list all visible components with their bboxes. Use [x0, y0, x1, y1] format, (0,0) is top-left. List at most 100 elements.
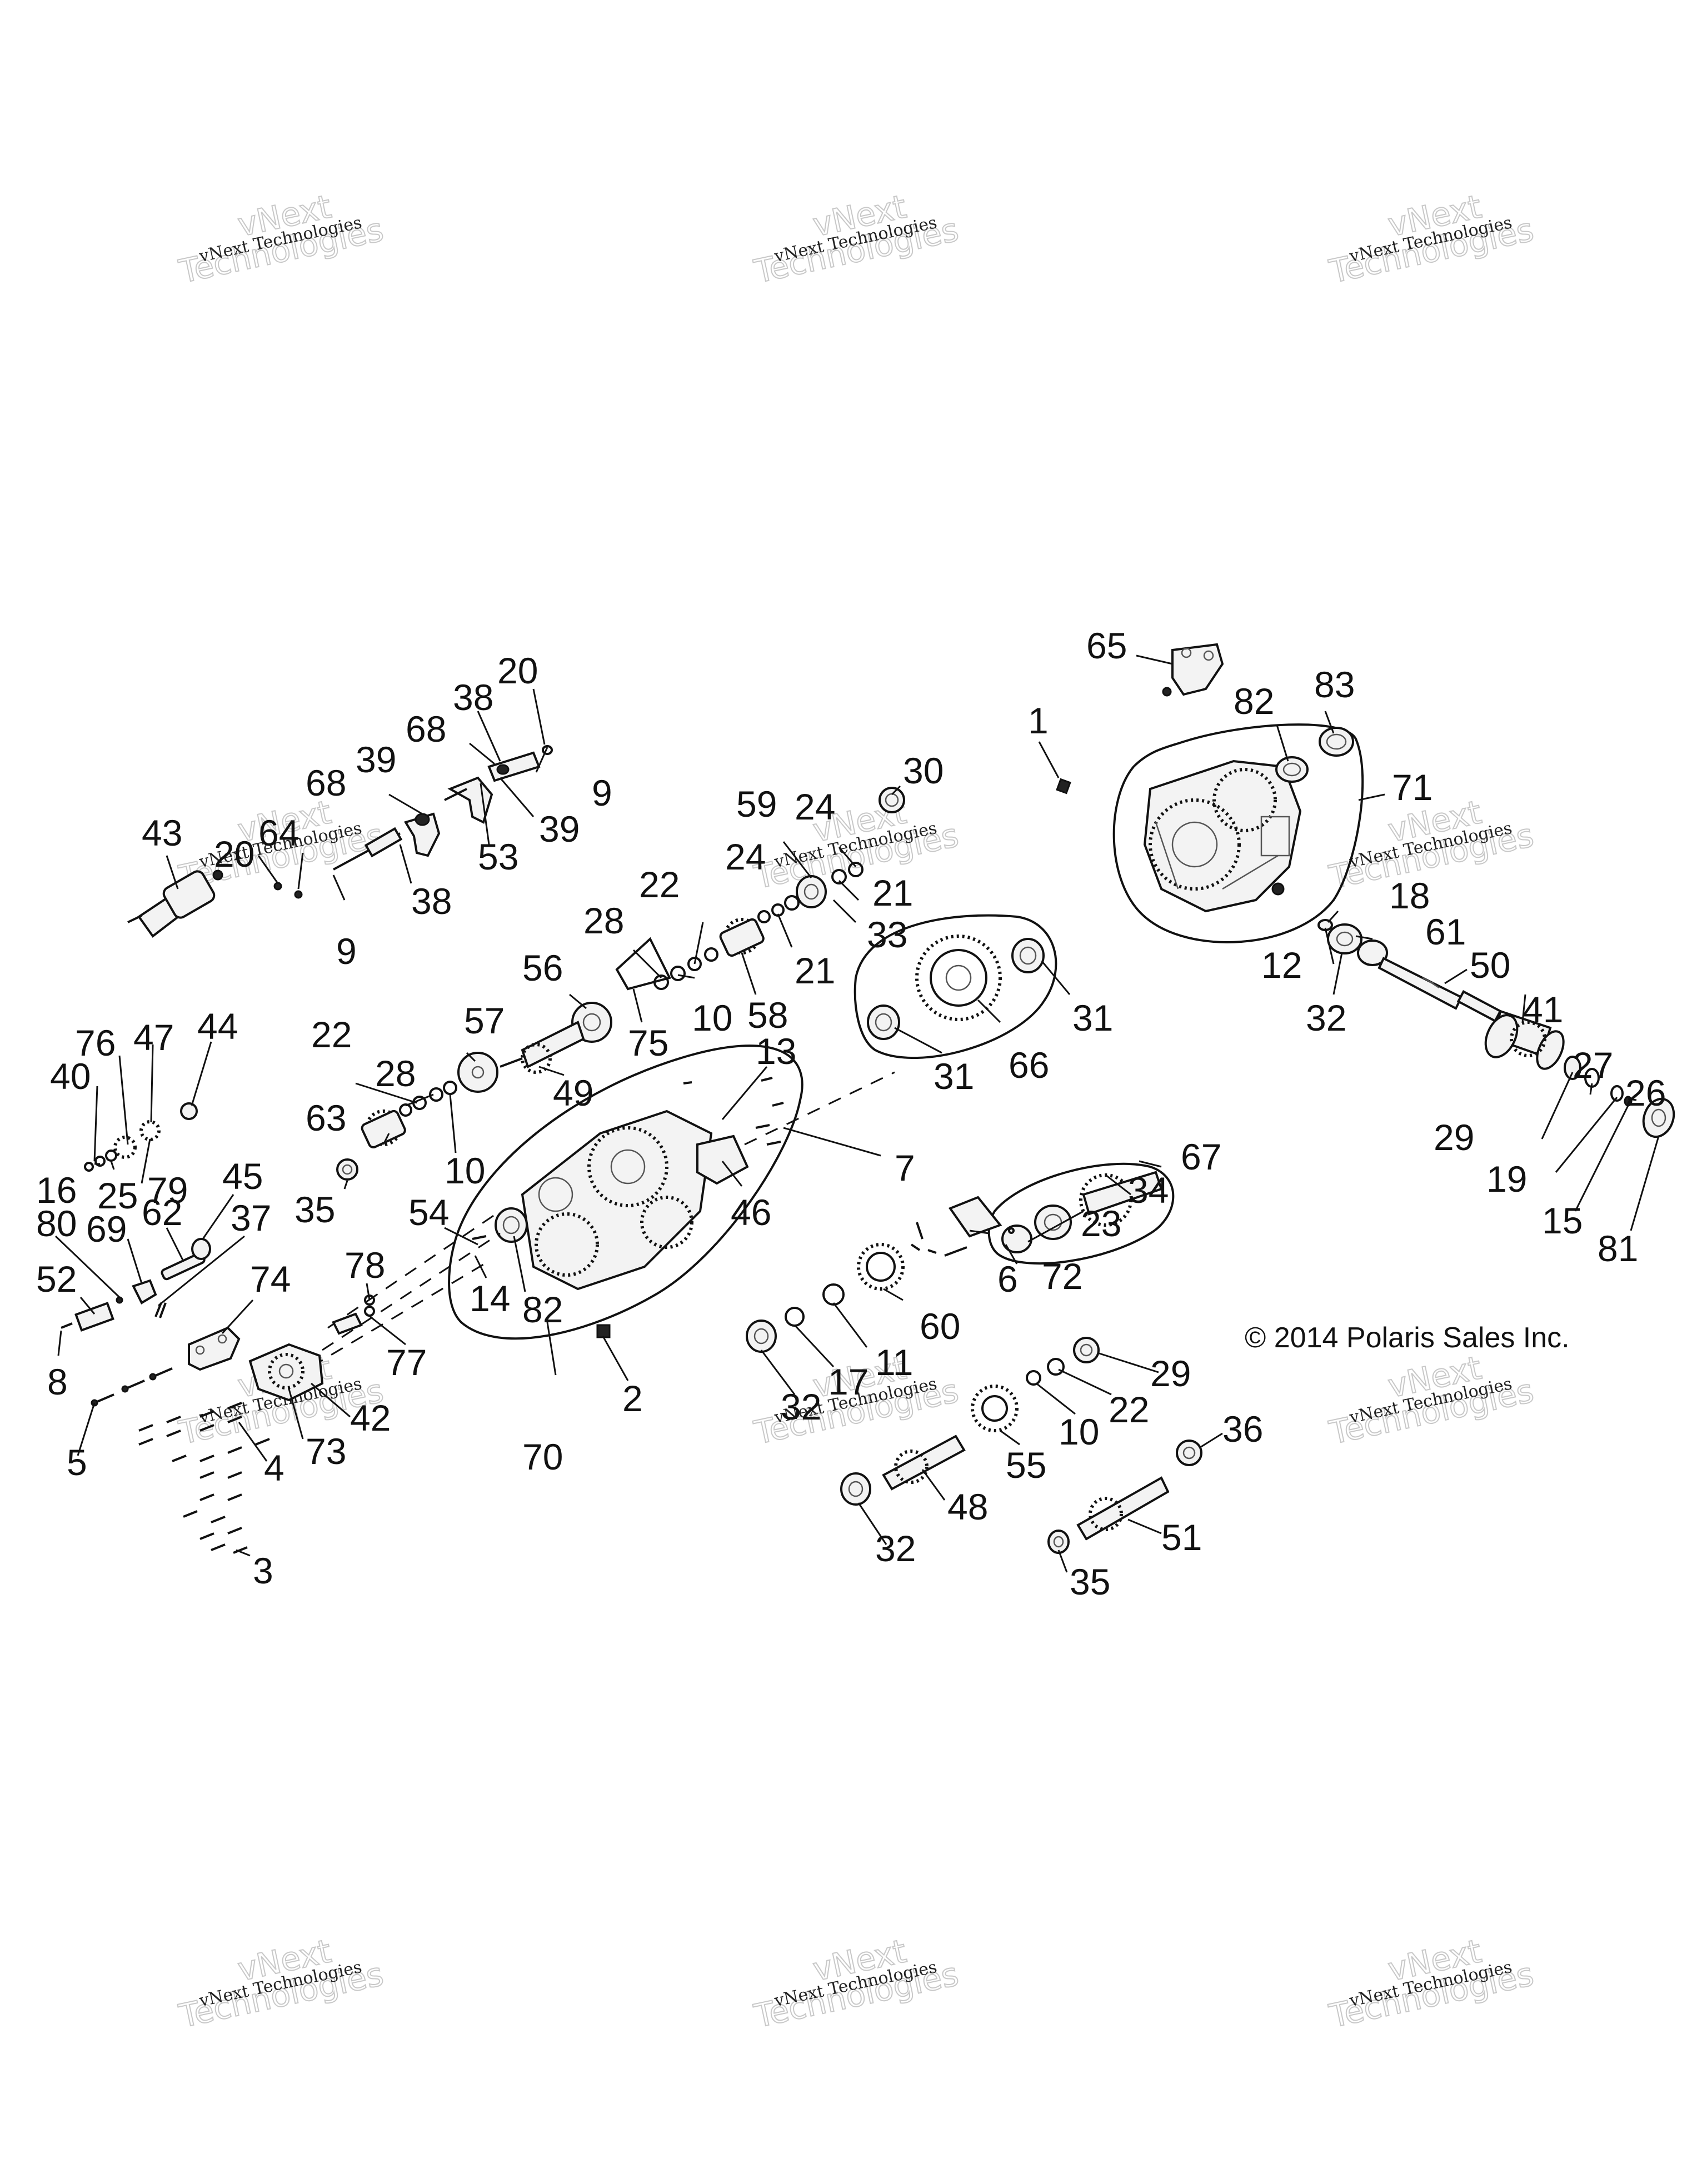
callout-24: 24	[795, 786, 835, 827]
callout-75: 75	[628, 1022, 668, 1063]
callout-70: 70	[522, 1436, 563, 1477]
callout-17: 17	[828, 1361, 869, 1402]
watermark: vNext Technologies vNext Technologies	[750, 187, 962, 291]
callout-36: 36	[1222, 1408, 1263, 1450]
callout-55: 55	[1006, 1445, 1046, 1486]
callout-41: 41	[1523, 989, 1563, 1030]
callout-1: 1	[1028, 700, 1049, 741]
countershaft-assembly-upper	[336, 787, 905, 1181]
cover-and-pump	[188, 1295, 375, 1402]
callout-82: 82	[522, 1289, 563, 1330]
callout-20: 20	[214, 833, 254, 874]
callout-44: 44	[197, 1006, 238, 1047]
callout-49: 49	[553, 1072, 593, 1113]
callout-labels: 65 83 82 1 71 20 38 68 39 9 53 39 68 43 …	[36, 625, 1666, 1602]
callout-35: 35	[1070, 1561, 1110, 1602]
callout-60: 60	[920, 1306, 960, 1347]
callout-24: 24	[725, 836, 766, 877]
countershaft-assembly-lower	[746, 1196, 1015, 1353]
callout-39: 39	[539, 808, 580, 849]
callout-15: 15	[1542, 1200, 1583, 1241]
callout-9: 9	[336, 931, 357, 972]
callout-57: 57	[464, 1000, 505, 1041]
callout-79: 79	[147, 1170, 188, 1211]
main-case-housing	[448, 1044, 803, 1340]
callout-76: 76	[75, 1022, 116, 1063]
callout-37: 37	[231, 1197, 271, 1238]
plug-part	[1056, 778, 1071, 794]
callout-14: 14	[470, 1278, 510, 1319]
drive-shaft-assembly	[1047, 1440, 1202, 1554]
callout-50: 50	[1470, 944, 1510, 986]
callout-64: 64	[258, 812, 299, 853]
input-shaft-assembly	[840, 1337, 1100, 1506]
callout-45: 45	[222, 1156, 263, 1197]
callout-61: 61	[1425, 911, 1466, 952]
callout-68: 68	[306, 762, 346, 803]
callout-32: 32	[1306, 997, 1346, 1038]
bracket-part	[1162, 643, 1224, 697]
watermark: vNext Technologies vNext Technologies	[175, 187, 387, 291]
callout-67: 67	[1181, 1136, 1221, 1177]
callout-53: 53	[478, 836, 518, 877]
gear-cluster-67	[987, 1162, 1175, 1265]
callout-58: 58	[747, 994, 788, 1036]
gear-cluster-66	[854, 914, 1057, 1059]
watermark: vNext Technologies vNext Technologies	[750, 1931, 962, 2036]
callout-80: 80	[36, 1203, 77, 1244]
callout-28: 28	[375, 1053, 416, 1094]
callout-27: 27	[1573, 1044, 1613, 1086]
callout-35: 35	[295, 1189, 335, 1230]
watermark-group: vNext Technologies vNext Technologies vN…	[175, 187, 1538, 2036]
callout-4: 4	[264, 1447, 284, 1488]
callout-34: 34	[1128, 1170, 1169, 1211]
callout-6: 6	[997, 1258, 1018, 1300]
callout-10: 10	[1059, 1411, 1099, 1452]
callout-8: 8	[47, 1361, 68, 1402]
callout-77: 77	[386, 1342, 427, 1383]
callout-47: 47	[133, 1017, 174, 1058]
callout-74: 74	[250, 1258, 291, 1300]
callout-59: 59	[736, 783, 777, 824]
callout-25: 25	[97, 1175, 138, 1216]
callout-43: 43	[142, 812, 182, 853]
callout-78: 78	[345, 1245, 385, 1286]
watermark: vNext Technologies vNext Technologies	[1325, 1348, 1538, 1452]
callout-12: 12	[1261, 944, 1302, 986]
callout-38: 38	[411, 881, 452, 922]
alignment-lines	[311, 1071, 895, 1368]
callout-69: 69	[86, 1208, 127, 1250]
callout-11: 11	[875, 1342, 914, 1383]
callout-83: 83	[1314, 664, 1355, 705]
callout-56: 56	[522, 947, 563, 988]
callout-22: 22	[1109, 1389, 1149, 1430]
callout-22: 22	[311, 1014, 352, 1055]
callout-21: 21	[795, 950, 835, 991]
callout-18: 18	[1389, 875, 1430, 916]
callout-42: 42	[350, 1397, 391, 1438]
callout-29: 29	[1150, 1353, 1191, 1394]
callout-48: 48	[947, 1486, 988, 1527]
callout-30: 30	[903, 750, 944, 791]
callout-51: 51	[1161, 1517, 1202, 1558]
callout-5: 5	[67, 1442, 87, 1483]
watermark: vNext Technologies vNext Technologies	[175, 1931, 387, 2036]
callout-26: 26	[1625, 1072, 1666, 1113]
callout-21: 21	[872, 872, 913, 913]
callout-3: 3	[253, 1550, 273, 1591]
callout-39: 39	[356, 739, 396, 780]
right-case-housing	[1112, 723, 1364, 943]
callout-62: 62	[142, 1192, 182, 1233]
callout-54: 54	[408, 1192, 449, 1233]
callout-32: 32	[781, 1386, 821, 1427]
callout-71: 71	[1392, 767, 1433, 808]
callout-38: 38	[453, 677, 493, 718]
watermark: vNext Technologies vNext Technologies	[1325, 187, 1538, 291]
callout-65: 65	[1086, 625, 1127, 666]
watermark: vNext Technologies vNext Technologies	[1325, 1931, 1538, 2036]
callout-20: 20	[497, 650, 538, 691]
callout-81: 81	[1598, 1228, 1638, 1269]
shift-drum-assembly	[127, 745, 553, 938]
callout-22: 22	[639, 864, 680, 905]
shift-selector-parts	[84, 1102, 198, 1172]
